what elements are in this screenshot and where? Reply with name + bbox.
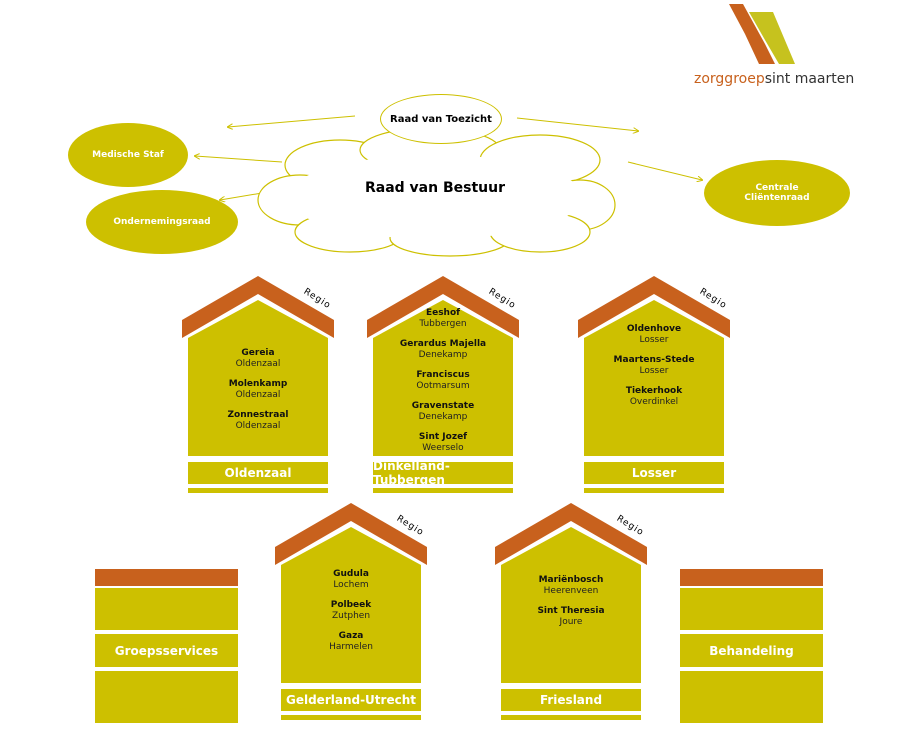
medische-staf: Medische Staf: [68, 123, 188, 187]
raad-van-toezicht: Raad van Toezicht: [380, 94, 502, 144]
house-roof-icon: [182, 276, 334, 456]
region-label: Gelderland-Utrecht: [281, 689, 421, 711]
house-roof-icon: [495, 503, 647, 683]
ondernemingsraad: Ondernemingsraad: [86, 190, 238, 254]
logo-text: zorggroepsint maarten: [694, 71, 855, 87]
connector-arrows: [0, 115, 898, 257]
house-roof-icon: [578, 276, 730, 456]
region-label: Losser: [584, 462, 724, 484]
house-roof-icon: [275, 503, 427, 683]
region-label: Friesland: [501, 689, 641, 711]
logo-mark-icon: [725, 4, 805, 70]
raad-van-bestuur: Raad van Bestuur: [364, 180, 505, 196]
region-label: Dinkelland-Tubbergen: [373, 459, 513, 487]
house-roof-icon: [367, 276, 519, 456]
region-label: Oldenzaal: [188, 462, 328, 484]
